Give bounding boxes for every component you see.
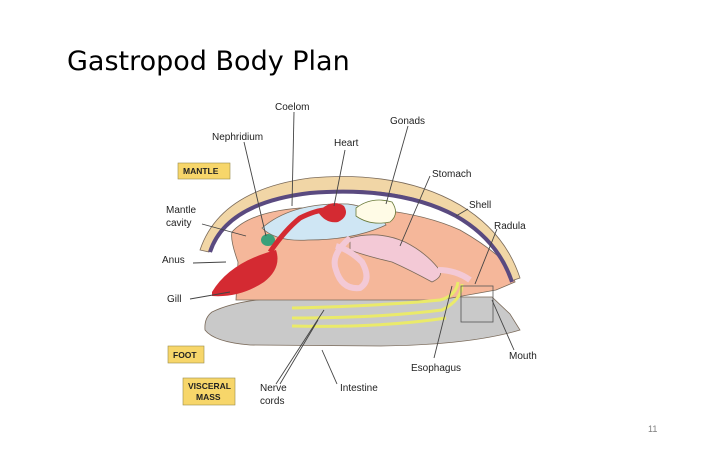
gill-vessel <box>267 207 327 254</box>
intestine-label: Intestine <box>340 383 378 394</box>
stomach-label: Stomach <box>432 169 471 180</box>
foot-tag-box <box>167 345 205 364</box>
visceral-mass-tag-line1: VISCERAL <box>188 381 231 391</box>
heart-label: Heart <box>334 138 359 149</box>
nerve-cords-label-line1: Nerve <box>260 383 287 394</box>
anus-label: Anus <box>162 255 185 266</box>
mantle-cavity-label-line1: Mantle <box>166 205 196 216</box>
radula-box <box>460 285 494 323</box>
gill <box>212 250 278 297</box>
foot-tag: FOOT <box>173 350 197 360</box>
gill-label: Gill <box>167 294 181 305</box>
slide-number: 11 <box>648 424 658 434</box>
digestive-tract <box>331 235 472 292</box>
mantle <box>208 189 514 283</box>
mantle-tag-box <box>177 162 231 180</box>
mantle-tag: MANTLE <box>183 166 219 176</box>
visceral-mass-tag-line2: MASS <box>196 392 221 402</box>
gonads-label: Gonads <box>390 116 425 127</box>
visceral-mass-tag-box <box>182 377 236 406</box>
slide-title: Gastropod Body Plan <box>67 46 350 77</box>
leader-lines <box>189 111 515 385</box>
nephridium <box>261 234 275 246</box>
stomach <box>349 234 441 283</box>
gonads <box>355 199 396 224</box>
nerve-cords <box>291 281 464 328</box>
shell-label: Shell <box>469 200 491 211</box>
mantle-cavity-label-line2: cavity <box>166 218 192 229</box>
nephridium-label: Nephridium <box>212 132 263 143</box>
nerve-cords-label-line2: cords <box>260 396 284 407</box>
mouth-label: Mouth <box>509 351 537 362</box>
radula-label: Radula <box>494 221 526 232</box>
coelom <box>261 203 387 241</box>
esophagus-label: Esophagus <box>411 363 461 374</box>
coelom-label: Coelom <box>275 102 309 113</box>
